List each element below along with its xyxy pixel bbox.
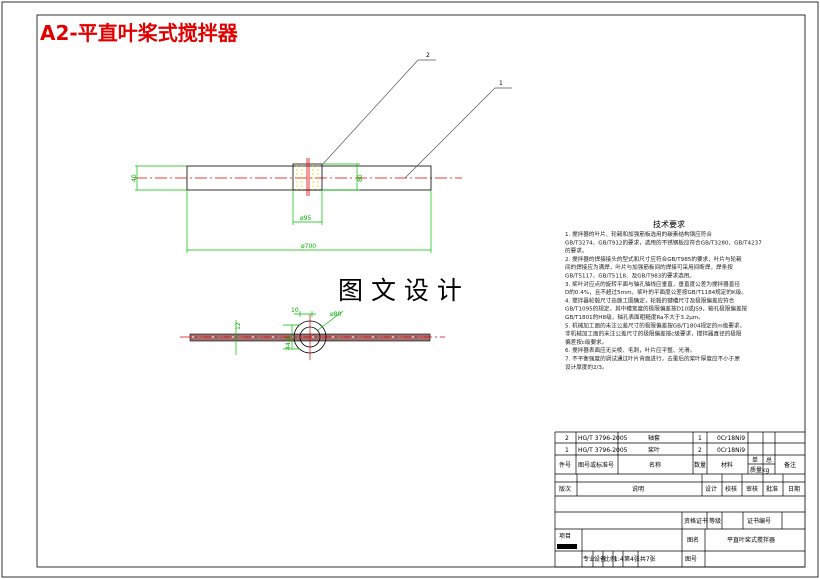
dim-10: 10: [291, 307, 299, 314]
svg-text:件号: 件号: [559, 461, 571, 469]
requirement-line: 7. 不平衡强度的调试通过叶片背面进行，去重后的桨叶厚度应不小于原: [565, 355, 740, 363]
requirement-line: 3. 桨叶对应点的旋转平面与轴孔轴线应垂直，垂直度公差为搅拌器直径: [565, 280, 740, 288]
sheet-title: A2-平直叶桨式搅拌器: [40, 21, 239, 45]
requirement-line: 4. 搅拌器轮毂尺寸由施工图确定，轮毂的键槽尺寸及极限偏差应符合: [565, 296, 735, 304]
technical-requirements: 技术要求 1. 搅拌器的叶片、轮毂和加强筋板选用的碳素结构钢应符合GB/T327…: [565, 219, 762, 371]
svg-text:轴套: 轴套: [648, 434, 660, 442]
requirements-heading: 技术要求: [653, 219, 685, 229]
svg-text:日期: 日期: [788, 485, 800, 493]
svg-text:资格证书: 资格证书: [684, 517, 708, 525]
leader-label-1: 1: [499, 80, 503, 87]
svg-text:审核: 审核: [746, 485, 758, 493]
svg-text:质量kg: 质量kg: [750, 466, 769, 474]
svg-text:图号: 图号: [685, 556, 697, 563]
requirement-line: 非机械加工面的未注公差尺寸的极限偏差按c级要求，搅拌器直径的极限: [565, 330, 742, 338]
svg-text:设计: 设计: [705, 485, 717, 493]
svg-text:1: 1: [565, 447, 569, 454]
svg-text:设备: 设备: [594, 555, 606, 563]
svg-text:等级: 等级: [709, 517, 721, 525]
title-block-text: 2 HG/T 3796-2005 轴套 1 0Cr18Ni9 1 HG/T 37…: [559, 434, 800, 563]
dim-12: 12: [235, 322, 242, 330]
svg-text:证书编号: 证书编号: [747, 517, 771, 525]
requirement-line: 1. 搅拌器的叶片、轮毂和加强筋板选用的碳素结构钢应符合: [565, 230, 712, 238]
leader-label-2: 2: [426, 52, 430, 59]
requirement-line: 6. 搅拌器表面应无尖棱、毛刺，叶片应平整、光滑。: [565, 346, 695, 354]
svg-text:校核: 校核: [725, 485, 737, 493]
svg-text:0Cr18Ni9: 0Cr18Ni9: [717, 435, 745, 442]
svg-text:备注: 备注: [784, 461, 796, 469]
requirement-line: 2. 搅拌器的焊接接头的型式和尺寸应符合GB/T985的要求，叶片与轮毂: [565, 255, 742, 263]
dim-80: 80: [357, 174, 364, 182]
svg-text:总: 总: [766, 456, 772, 464]
drawing-name: 平直叶桨式搅拌器: [727, 536, 775, 544]
svg-text:2: 2: [565, 435, 569, 442]
requirement-line: 的要求。: [565, 247, 587, 255]
svg-text:第4张共7张: 第4张共7张: [624, 555, 656, 563]
svg-text:名称: 名称: [649, 461, 661, 469]
dim-700: ø700: [301, 243, 316, 250]
inner-frame: [36, 14, 806, 568]
svg-text:数量: 数量: [694, 461, 706, 469]
svg-text:比例: 比例: [604, 555, 616, 563]
svg-text:专业: 专业: [583, 555, 595, 563]
main-view: 2 1 40 80 ø95 ø700: [131, 52, 512, 253]
leader-2: [321, 59, 436, 166]
requirement-line: 间的焊接应为满焊，叶片与加强筋板间的焊接可采用间断焊，焊条按: [565, 263, 733, 271]
weld-marks: [296, 165, 319, 190]
dim-40: 40: [131, 174, 138, 182]
svg-text:单: 单: [752, 456, 758, 464]
svg-text:HG/T 3796-2005: HG/T 3796-2005: [578, 435, 628, 442]
requirement-line: 偏差按c级要求。: [565, 338, 607, 346]
requirement-line: GB/T1801的H8级，轴孔表面粗糙度Ra不大于3.2μm。: [565, 313, 704, 321]
leader-1: [404, 87, 512, 179]
title-block: [554, 431, 805, 568]
hub: [292, 163, 323, 191]
requirement-line: 设计厚度的2/3。: [565, 363, 608, 371]
svg-text:HG/T 3796-2005: HG/T 3796-2005: [578, 447, 628, 454]
requirement-line: GB/T1095的规定，其中槽宽度的极限偏差按D10或JS9，轴孔极限偏差按: [565, 305, 748, 313]
svg-text:材料: 材料: [721, 461, 733, 469]
svg-text:1:4: 1:4: [614, 556, 624, 563]
dim-95: ø95: [300, 215, 311, 222]
svg-text:说明: 说明: [632, 485, 644, 493]
svg-text:项目: 项目: [559, 533, 571, 540]
svg-text:图名: 图名: [687, 536, 699, 544]
top-view: 10 ø80 44.4 12: [180, 307, 445, 360]
svg-text:1: 1: [698, 435, 702, 442]
svg-text:2: 2: [698, 447, 702, 454]
requirement-line: 5. 机械加工面的未注公差尺寸的极限偏差按GB/T1804规定的m级要求，: [565, 321, 745, 329]
dim-44: 44.4: [285, 336, 292, 350]
requirement-line: GB/T3274、GB/T912的要求，选用的不锈钢板应符合GB/T3280、G…: [565, 238, 762, 246]
svg-text:桨叶: 桨叶: [648, 446, 660, 454]
requirement-line: D的0.4%，且不超过5mm，桨叶的平面度公差按GB/T1184规定的K级。: [565, 288, 747, 296]
requirement-line: GB/T5117、GB/T5118、及GB/T983的要求选用。: [565, 272, 695, 280]
watermark-text: 图 文 设 计: [338, 276, 462, 305]
svg-text:0Cr18Ni9: 0Cr18Ni9: [717, 447, 745, 454]
svg-text:批准: 批准: [766, 485, 778, 493]
svg-text:图号或标准号: 图号或标准号: [578, 461, 614, 469]
svg-text:版次: 版次: [559, 485, 571, 493]
dim-80-dia: ø80: [330, 311, 341, 318]
